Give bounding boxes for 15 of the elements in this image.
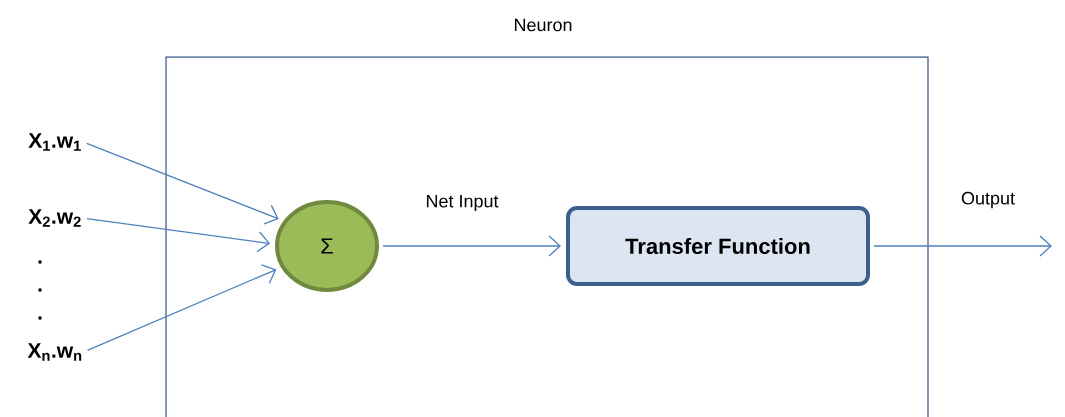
input-label: X$_{1}$.w$_{1}$ <box>28 133 81 151</box>
box-title: Neuron <box>514 18 572 32</box>
arrow <box>86 264 277 352</box>
input-label: X$_{2}$.w$_{2}$ <box>28 209 81 227</box>
ellipsis-dot: . <box>38 316 42 320</box>
input-label: X$_{n}$.w$_{n}$ <box>27 343 82 361</box>
arrow <box>86 142 279 225</box>
arrow <box>382 235 561 257</box>
arrow <box>86 217 271 253</box>
process-box: Transfer Function <box>566 206 870 286</box>
edge-label: Output <box>961 191 1015 209</box>
ellipsis-dot: . <box>38 288 42 292</box>
arrow <box>873 235 1052 257</box>
edge-label: Net Input <box>426 194 499 212</box>
ellipsis-dot: . <box>38 260 42 264</box>
